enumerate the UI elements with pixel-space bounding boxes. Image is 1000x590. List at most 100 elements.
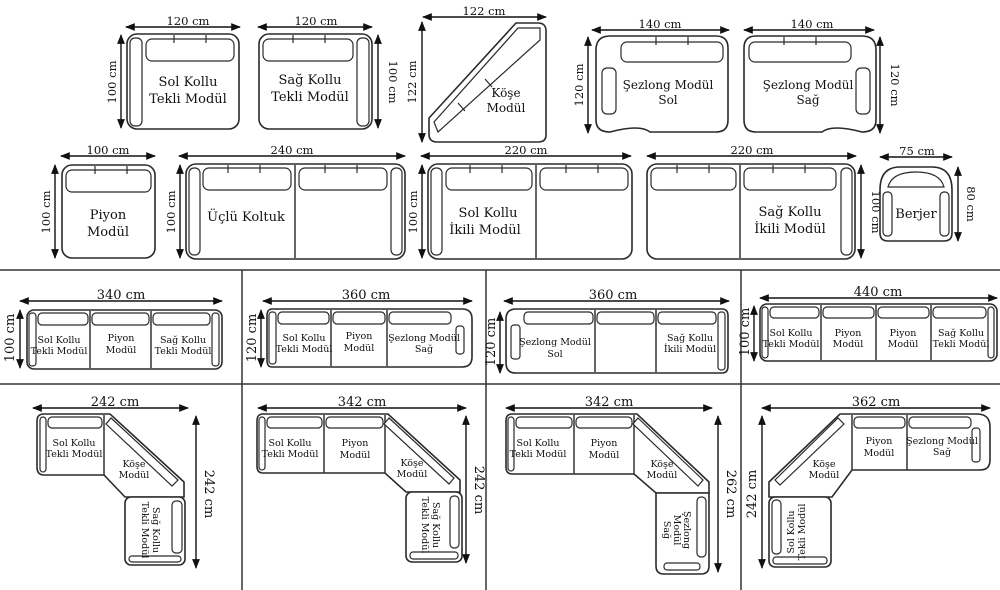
module-sag-kollu-ikili: 220 cm 100 cm Sağ Kollu İkili Modül [646,143,883,260]
label: Piyon [346,331,373,342]
module-kose: 122 cm 122 cm Köşe Modül [405,4,547,143]
label: Sağ Kollu [938,328,984,339]
dim-width: 140 cm [639,17,682,31]
label: Tekli Modül [262,449,319,460]
module-piyon: 100 cm 100 cm Piyon Modül [39,143,156,259]
dim-depth: 100 cm [386,61,400,104]
label-line1: Sol Kollu [459,206,518,221]
dim-width: 75 cm [899,144,935,158]
module-uclu-koltuk: 240 cm 100 cm Üçlü Koltuk [164,143,406,260]
dim-width: 242 cm [91,395,140,410]
module-berjer: 75 cm 80 cm Berjer [879,144,978,242]
label: Sol [547,349,562,360]
label: Tekli Modül [276,344,333,355]
label: Modül [589,450,620,461]
label: Modül [106,345,137,356]
label-line1: Köşe [491,86,520,100]
label: Sol Kollu [282,333,325,344]
label: Tekli Modül [31,346,88,357]
dim-depth: 100 cm [406,190,420,233]
dim-depth: 100 cm [3,314,18,363]
corner-242-242: 242 cm 242 cm Sol Kollu Tekli Modül Köşe… [32,395,216,569]
dim-depth: 100 cm [39,190,53,233]
label-line2: Sağ [796,93,819,107]
label: Piyon [835,328,862,339]
dim-depth: 122 cm [405,60,419,103]
dim-depth: 120 cm [484,318,499,367]
label-line2: İkili Modül [449,221,521,238]
label: Piyon [890,328,917,339]
label: Sağ Kollu [150,507,161,553]
label: Sağ [933,447,951,458]
dim-depth: 80 cm [964,186,978,222]
combo-340: 340 cm 100 cm Sol Kollu Tekli Modül Piyo… [3,288,223,370]
label: Köşe [812,459,835,470]
label: Şezlong Modül [519,337,591,348]
label: Modül [671,515,682,546]
label-line1: Sağ Kollu [279,73,342,88]
label: Modül [344,343,375,354]
label: Sağ Kollu [667,333,713,344]
module-sol-kollu-tekli: 120 cm 100 cm Sol Kollu Tekli Modül [105,14,241,130]
label-line2: Modül [487,101,526,115]
label: İkili Modül [664,343,716,355]
dim-depth: 262 cm [723,470,738,519]
label: Sol Kollu [37,335,80,346]
dim-width: 100 cm [87,143,130,157]
dim-depth: 242 cm [201,470,216,519]
label: Modül [833,339,864,350]
dim-width: 360 cm [342,288,391,303]
label: Piyon [108,333,135,344]
module-sezlong-sol: 140 cm 120 cm Şezlong Modül Sol [572,17,730,134]
label: Tekli Modül [419,497,430,554]
module-sol-kollu-ikili: 220 cm 100 cm Sol Kollu İkili Modül [406,143,633,260]
dim-width: 220 cm [505,143,548,157]
label-line1: Şezlong Modül [623,78,714,92]
label: Tekli Modül [933,339,990,350]
dim-depth: 242 cm [471,466,486,515]
label: Sol Kollu [786,510,797,553]
dim-width: 122 cm [463,4,506,18]
label: Sol Kollu [516,438,559,449]
label: Tekli Modül [155,346,212,357]
label: Sağ Kollu [160,335,206,346]
module-sag-kollu-tekli: 120 cm 100 cm Sağ Kollu Tekli Modül [257,14,400,130]
label: Köşe [650,459,673,470]
label: Piyon [342,438,369,449]
label-line1: Sol Kollu [159,75,218,90]
corner-362-242: 362 cm 242 cm Köşe Modül Piyon Modül Şez… [745,395,991,569]
corner-342-242: 342 cm 242 cm Sol Kollu Tekli Modül Piyo… [256,395,486,564]
combo-360-sol: 360 cm 120 cm Şezlong Modül Sol Sağ Koll… [484,288,730,374]
dim-depth: 100 cm [164,190,178,233]
label-line2: Tekli Modül [149,92,227,107]
label-line1: Berjer [895,207,937,222]
label: Tekli Modül [510,449,567,460]
dim-width: 360 cm [589,288,638,303]
corner-342-262: 342 cm 262 cm Sol Kollu Tekli Modül Piyo… [505,395,738,575]
label: Piyon [591,438,618,449]
label: Şezlong [681,511,692,549]
label-line2: Tekli Modül [271,90,349,105]
dim-width: 120 cm [295,14,338,28]
label-line1: Sağ Kollu [759,205,822,220]
dim-depth: 100 cm [105,60,119,103]
label: Sol Kollu [52,438,95,449]
dim-depth: 120 cm [572,63,586,106]
label: Sol Kollu [268,438,311,449]
label: Tekli Modül [797,504,808,561]
label: Modül [119,470,150,481]
combo-440: 440 cm 100 cm Sol Kollu Tekli Modül Piyo… [738,285,998,362]
label: Modül [397,469,428,480]
label-line2: Modül [87,225,129,240]
label: Sağ Kollu [430,502,441,548]
label-line1: Üçlü Koltuk [207,208,285,225]
dim-depth: 242 cm [745,470,760,519]
dim-width: 340 cm [97,288,146,303]
dim-width: 140 cm [791,17,834,31]
label: Köşe [400,458,423,469]
label-line2: İkili Modül [754,220,826,237]
label-line1: Piyon [90,208,127,223]
label: Tekli Modül [763,339,820,350]
